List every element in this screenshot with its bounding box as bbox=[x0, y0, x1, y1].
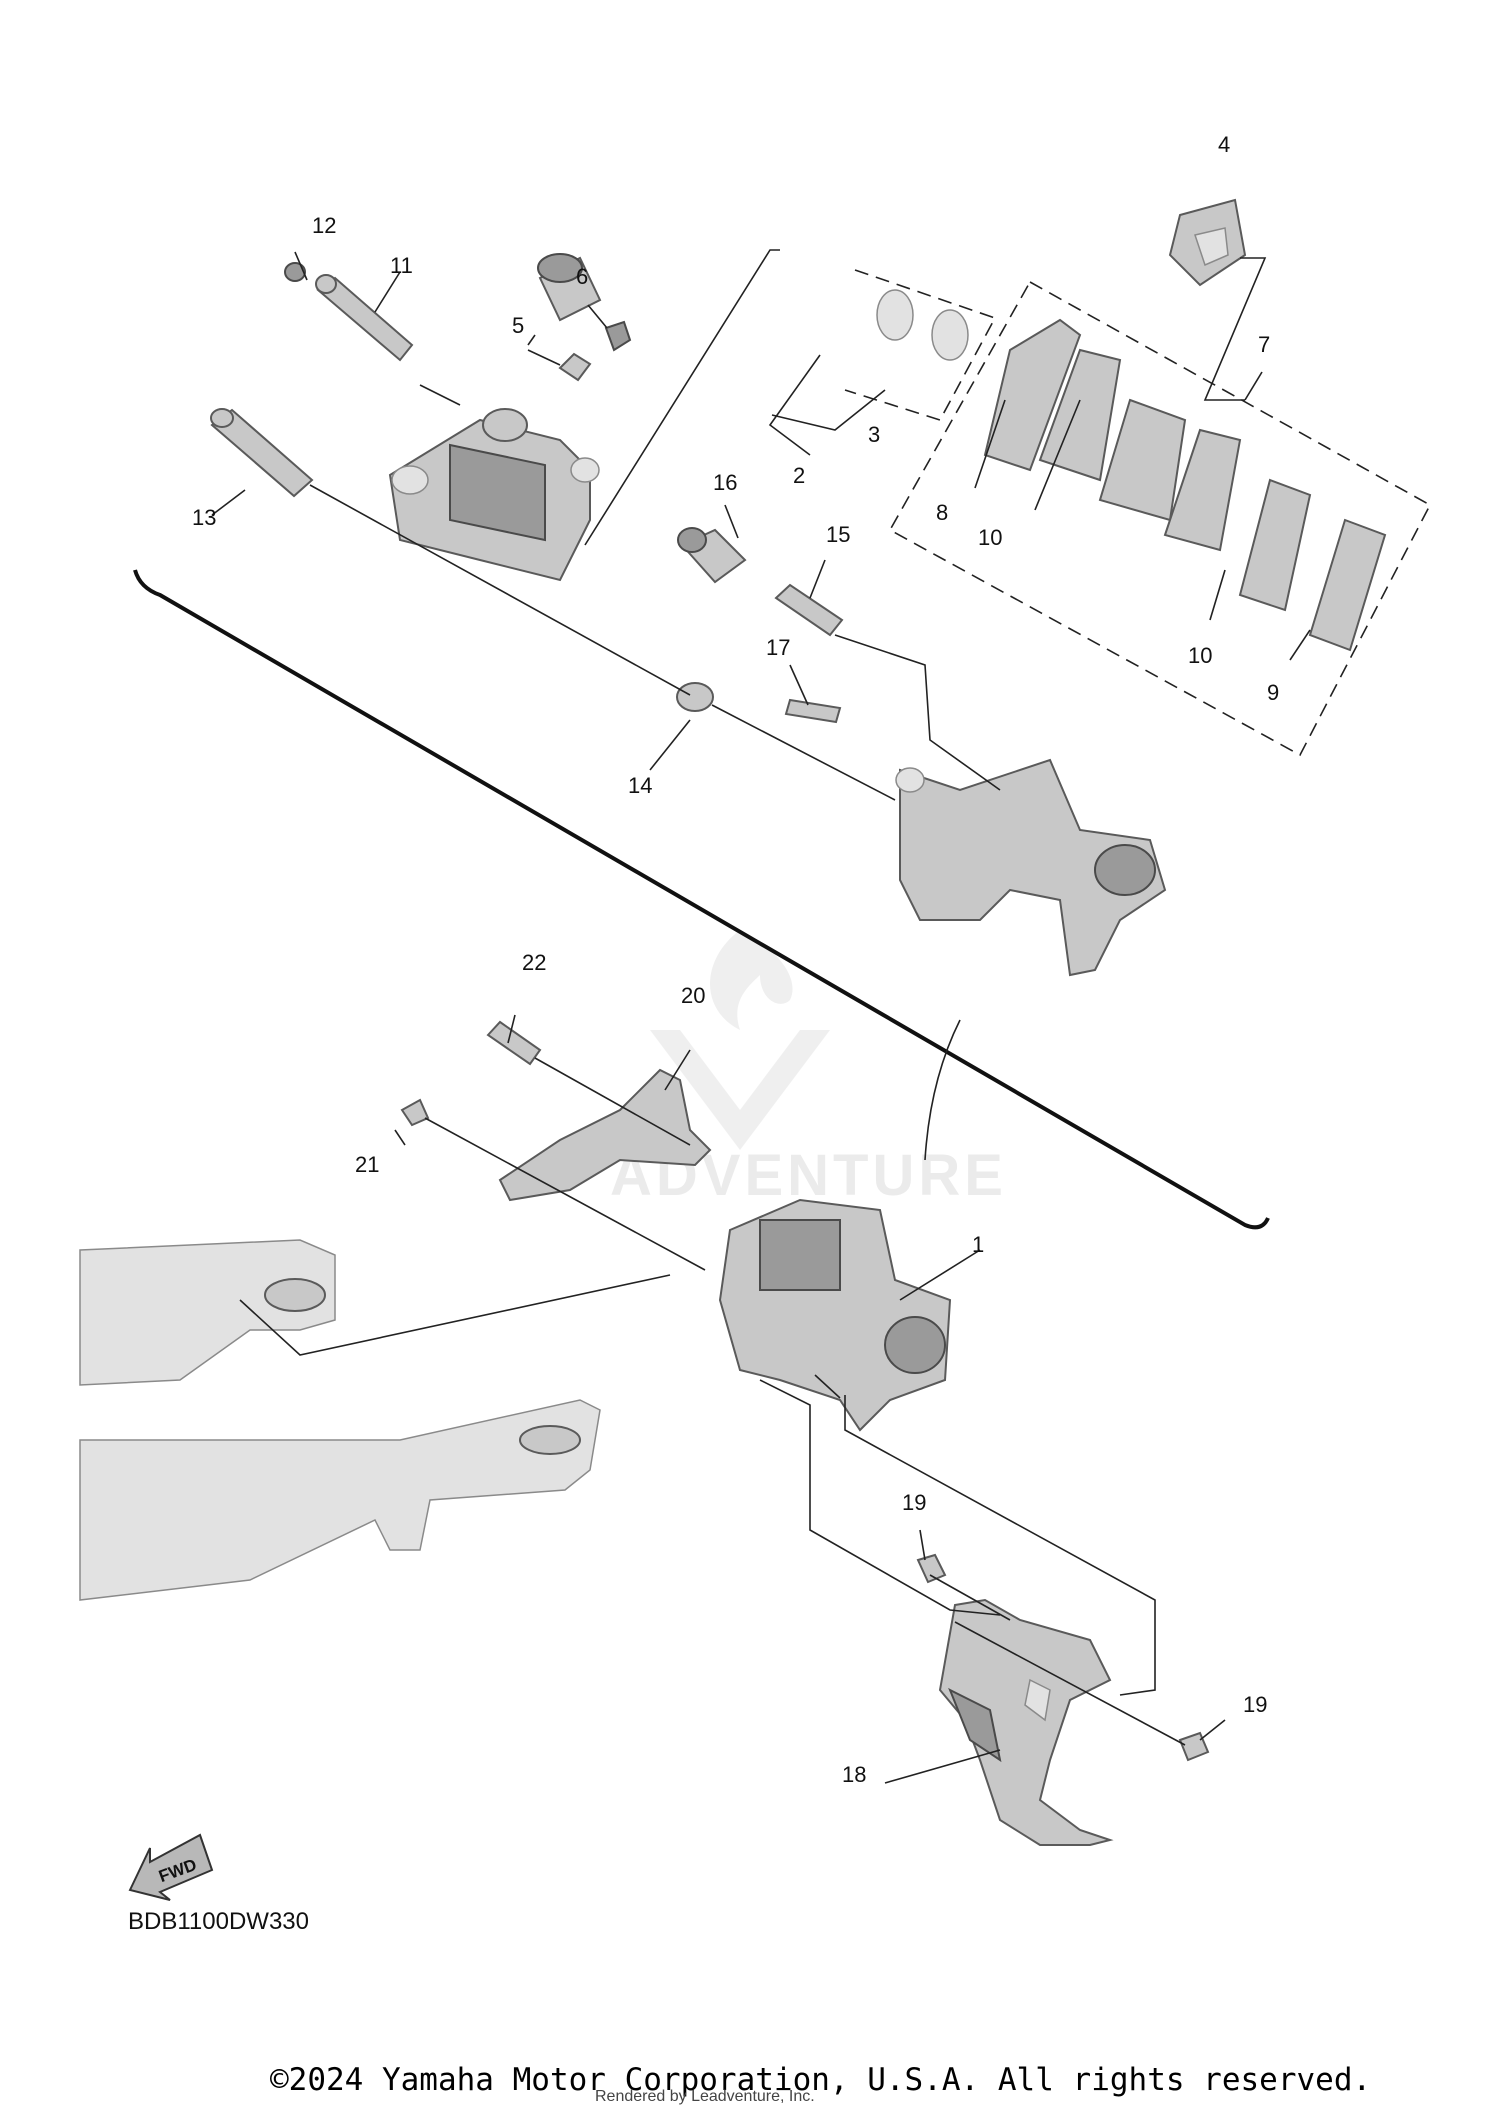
callout-1: 1 bbox=[972, 1232, 984, 1257]
part-13-pin bbox=[210, 408, 314, 498]
part-3-seal-kit bbox=[844, 269, 997, 421]
part-1-caliper-assembly bbox=[718, 1198, 981, 1432]
callout-18: 18 bbox=[842, 1762, 866, 1787]
callout-6: 6 bbox=[576, 264, 588, 289]
part-14-boot bbox=[676, 682, 714, 712]
part-22-bolt bbox=[486, 1020, 542, 1066]
leader-lines-upper bbox=[211, 249, 1311, 801]
callout-20: 20 bbox=[681, 983, 705, 1008]
callout-3: 3 bbox=[868, 422, 880, 447]
leader-lines-lower bbox=[759, 1374, 1226, 1746]
part-15-slide-pin bbox=[774, 583, 844, 637]
callout-7: 7 bbox=[1258, 332, 1270, 357]
caliper-body-upper bbox=[388, 408, 600, 582]
part-20-bracket bbox=[394, 1014, 712, 1271]
part-6-cap bbox=[604, 320, 632, 352]
callout-16: 16 bbox=[713, 470, 737, 495]
callout-2: 2 bbox=[793, 463, 805, 488]
part-16-sleeve bbox=[677, 527, 747, 584]
part-5-bleed-screw bbox=[558, 352, 592, 382]
callout-8: 8 bbox=[936, 500, 948, 525]
callout-13: 13 bbox=[192, 505, 216, 530]
callout-10b: 10 bbox=[1188, 643, 1212, 668]
callout-14: 14 bbox=[628, 773, 652, 798]
callout-9: 9 bbox=[1267, 680, 1279, 705]
copyright-notice: ©2024 Yamaha Motor Corporation, U.S.A. A… bbox=[270, 2062, 1372, 2098]
callouts: 1 2 3 4 5 6 7 8 9 10 10 11 12 13 14 15 1… bbox=[192, 132, 1279, 1787]
part-19-bolt-upper bbox=[916, 1553, 947, 1584]
swingarm bbox=[79, 1239, 671, 1601]
part-4-pad-spring bbox=[1168, 198, 1247, 287]
callout-22: 22 bbox=[522, 950, 546, 975]
callout-4: 4 bbox=[1218, 132, 1230, 157]
callout-12: 12 bbox=[312, 213, 336, 238]
group-bracket-tick bbox=[924, 1019, 961, 1161]
callout-15: 15 bbox=[826, 522, 850, 547]
brake-pads bbox=[983, 318, 1387, 652]
fwd-arrow-icon: FWD bbox=[128, 1833, 214, 1901]
part-7-pad-kit-box bbox=[888, 257, 1432, 757]
part-11-pin bbox=[315, 274, 414, 362]
caliper-bracket-upper bbox=[895, 758, 1167, 977]
callout-17: 17 bbox=[766, 635, 790, 660]
callout-5: 5 bbox=[512, 313, 524, 338]
callout-19b: 19 bbox=[1243, 1692, 1267, 1717]
part-12-nut bbox=[284, 262, 306, 282]
callout-10a: 10 bbox=[978, 525, 1002, 550]
part-2-piston bbox=[537, 253, 602, 322]
part-21-bolt bbox=[400, 1098, 430, 1127]
callout-21: 21 bbox=[355, 1152, 379, 1177]
part-17-clip bbox=[784, 698, 842, 724]
callout-11: 11 bbox=[390, 253, 413, 278]
group-bracket-line bbox=[133, 569, 1270, 1230]
rendered-by-notice: Rendered by Leadventure, Inc. bbox=[595, 2088, 815, 2105]
callout-19a: 19 bbox=[902, 1490, 926, 1515]
part-18-guard bbox=[884, 1598, 1114, 1846]
diagram-code: BDB1100DW330 bbox=[128, 1908, 309, 1935]
